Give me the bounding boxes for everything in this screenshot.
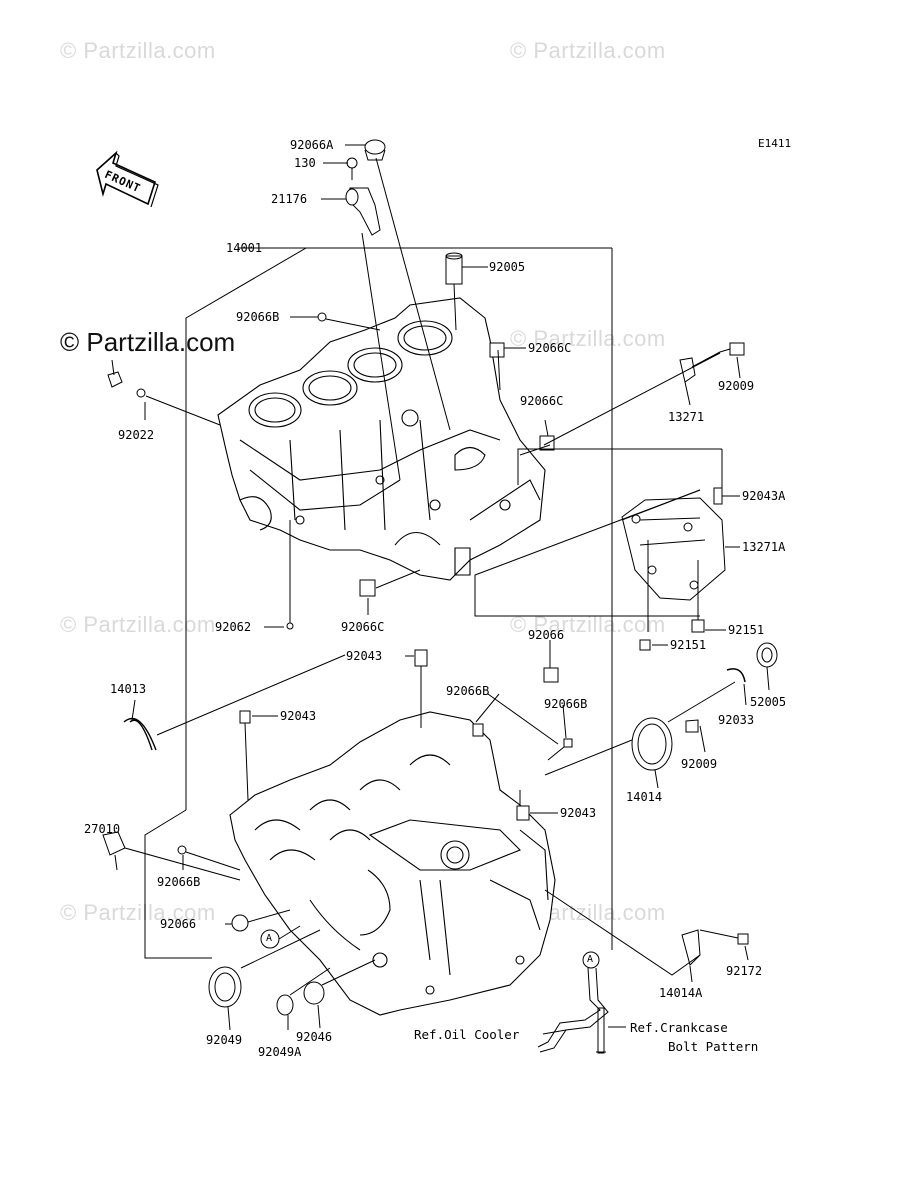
watermark: © Partzilla.com (510, 326, 666, 351)
part-label[interactable]: 92151 (670, 638, 707, 652)
part-label[interactable]: 92066 (528, 628, 565, 642)
part-label[interactable]: 92066C (528, 341, 572, 355)
part-label[interactable]: 92066C (341, 620, 385, 634)
part-label[interactable]: 92066B (157, 875, 201, 889)
watermark: © Partzilla.com (60, 38, 216, 63)
part-label[interactable]: 130 (294, 156, 316, 170)
watermark: © Partzilla.com (60, 612, 216, 637)
part-label[interactable]: 92009 (718, 379, 755, 393)
part-label[interactable]: 92009 (681, 757, 718, 771)
lower-crankcase (229, 711, 556, 1016)
part-label[interactable]: 92066B (446, 684, 490, 698)
part-label[interactable]: 92005 (489, 260, 526, 274)
part-label[interactable]: 13271 (668, 410, 705, 424)
part-label[interactable]: 92022 (118, 428, 155, 442)
upper-crankcase (217, 297, 546, 581)
part-label[interactable]: 92043A (742, 489, 786, 503)
watermark: © Partzilla.com (60, 900, 216, 925)
part-label[interactable]: 52005 (750, 695, 787, 709)
ref-bolt-pattern: Bolt Pattern (668, 1039, 759, 1054)
callout-a: A (266, 933, 273, 944)
part-label[interactable]: 92043 (560, 806, 597, 820)
part-label[interactable]: 14014 (626, 790, 663, 804)
part-label[interactable]: 27010 (84, 822, 121, 836)
part-label[interactable]: 92066B (544, 697, 588, 711)
part-label[interactable]: 14013 (110, 682, 147, 696)
diagram-code: E1411 (758, 137, 792, 150)
part-label[interactable]: 13271A (742, 540, 786, 554)
watermark: © Partzilla.com (510, 38, 666, 63)
part-label[interactable]: 92066 (160, 917, 197, 931)
part-label[interactable]: 92046 (296, 1030, 333, 1044)
part-label[interactable]: 92049A (258, 1045, 302, 1059)
part-label[interactable]: 92066B (236, 310, 280, 324)
part-label[interactable]: 92049 (206, 1033, 243, 1047)
part-label[interactable]: 92062 (215, 620, 252, 634)
part-label[interactable]: 14001 (226, 241, 263, 255)
ref-oil-cooler: Ref.Oil Cooler (414, 1027, 520, 1042)
part-label[interactable]: 92066A (290, 138, 334, 152)
part-label[interactable]: 92151 (728, 623, 765, 637)
part-label[interactable]: 21176 (271, 192, 308, 206)
part-label[interactable]: 14014A (659, 986, 703, 1000)
part-label[interactable]: 92033 (718, 713, 755, 727)
watermark-main: © Partzilla.com (60, 327, 236, 357)
ref-crankcase: Ref.Crankcase (630, 1020, 728, 1035)
front-arrow-icon (96, 150, 159, 208)
part-label[interactable]: 92172 (726, 964, 763, 978)
part-label[interactable]: 92066C (520, 394, 564, 408)
part-label[interactable]: 92043 (280, 709, 317, 723)
part-label[interactable]: 92043 (346, 649, 383, 663)
callout-a: A (587, 954, 594, 965)
